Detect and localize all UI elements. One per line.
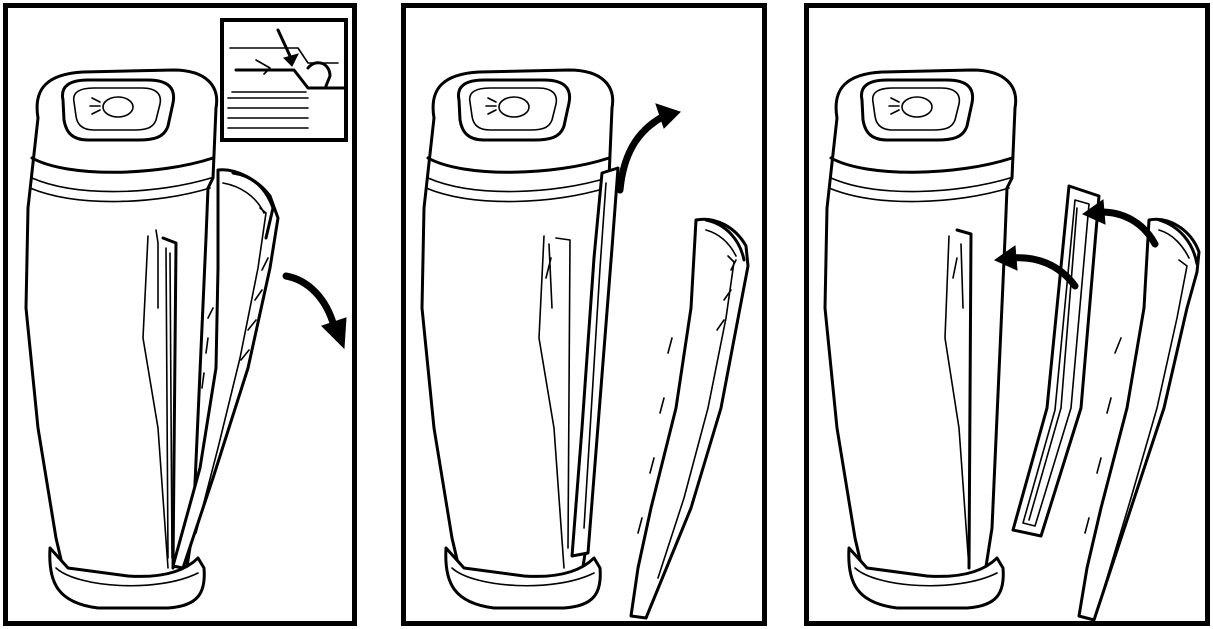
back-panel	[1079, 219, 1199, 620]
inset-detail	[222, 20, 346, 140]
curved-arrow-up-right	[620, 104, 680, 190]
step-1-illustration	[8, 8, 352, 621]
back-panel-removed	[631, 219, 748, 618]
step-2-illustration	[406, 8, 762, 621]
air-purifier-unit	[825, 70, 1016, 608]
new-filter	[1013, 186, 1099, 536]
curved-arrow-down-right	[286, 276, 346, 348]
step-3-panel	[804, 3, 1210, 626]
step-2-panel	[401, 3, 767, 626]
step-3-illustration	[809, 8, 1205, 621]
step-1-panel	[3, 3, 357, 626]
